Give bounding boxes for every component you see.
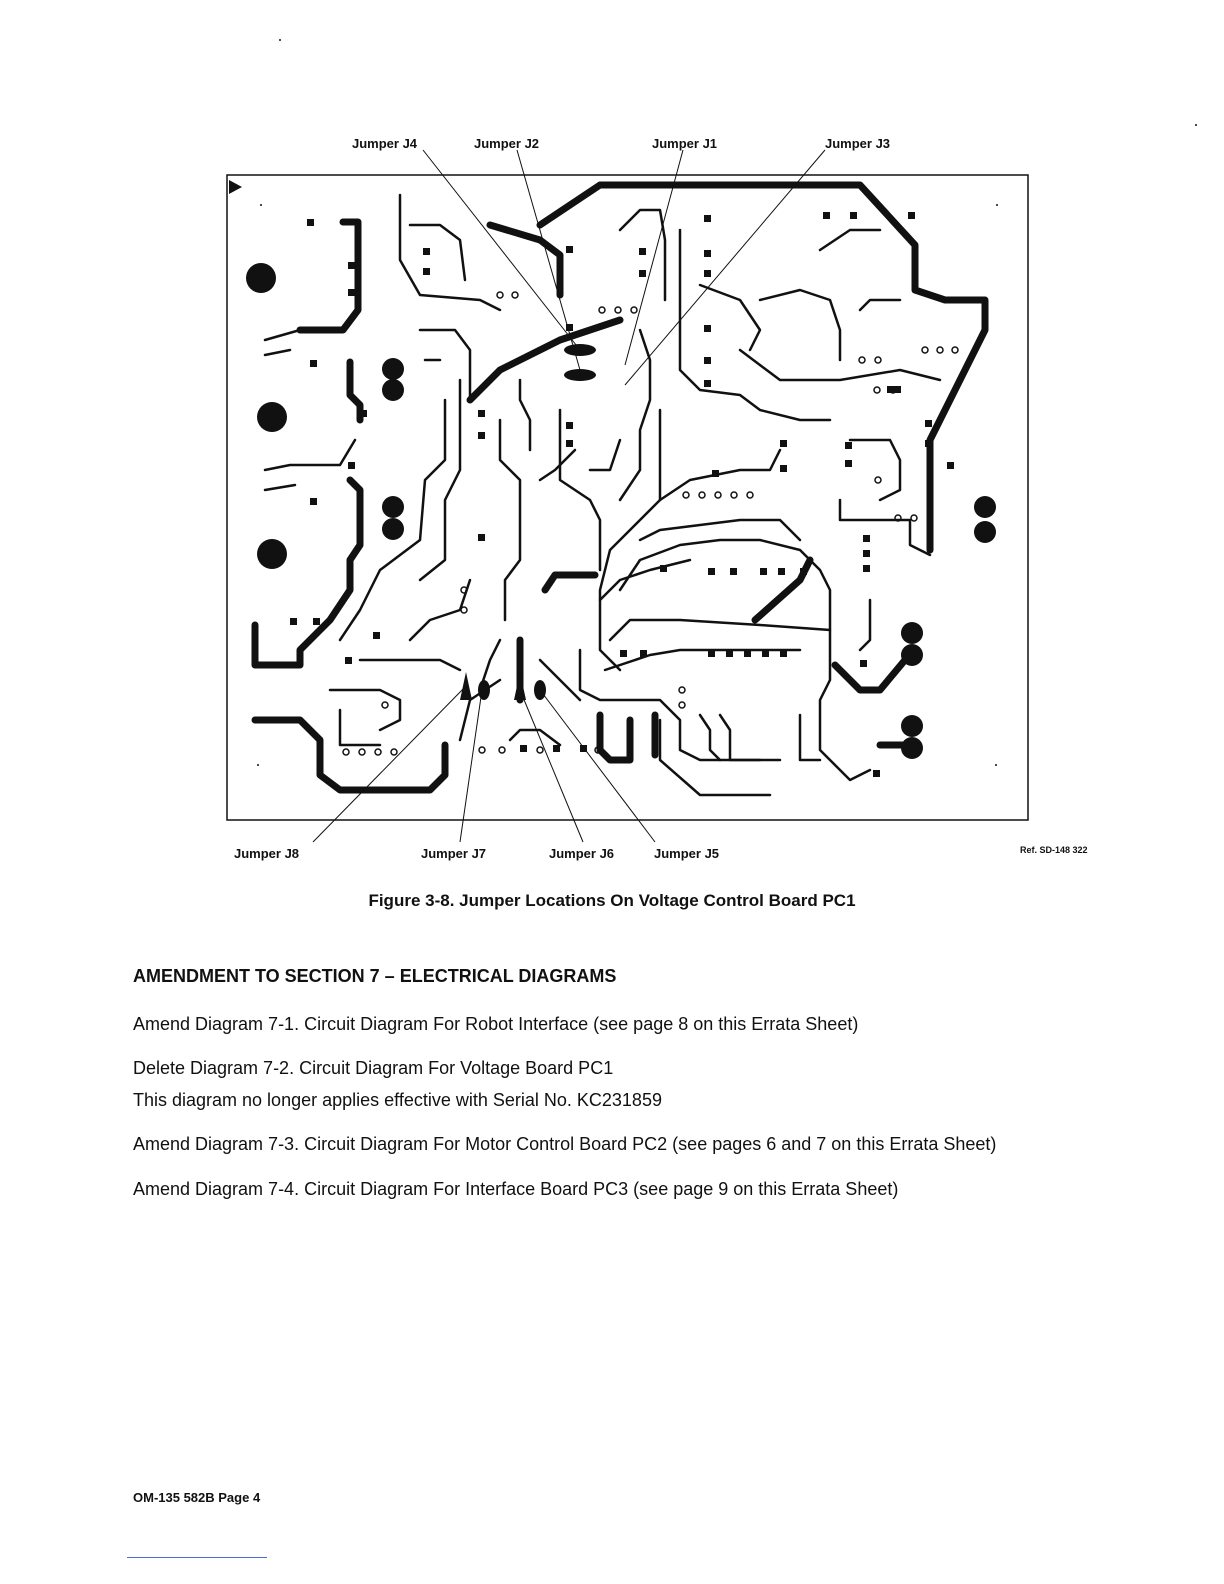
jumper-j5-label: Jumper J5 bbox=[654, 846, 720, 861]
scan-specks bbox=[257, 39, 1197, 766]
amendment-line: This diagram no longer applies effective… bbox=[133, 1090, 662, 1110]
amendment-line: Amend Diagram 7-3. Circuit Diagram For M… bbox=[133, 1134, 997, 1154]
reference-number: Ref. SD-148 322 bbox=[1020, 845, 1088, 855]
thin-traces bbox=[263, 193, 942, 797]
section-heading: AMENDMENT TO SECTION 7 – ELECTRICAL DIAG… bbox=[133, 966, 617, 986]
round-pads bbox=[342, 291, 959, 756]
jumper-j6-label: Jumper J6 bbox=[549, 846, 615, 861]
corner-marker bbox=[229, 180, 242, 194]
thick-traces bbox=[251, 181, 989, 794]
footer-rule bbox=[127, 1557, 267, 1558]
jumper-j3-label: Jumper J3 bbox=[825, 136, 891, 151]
leader-lines bbox=[312, 149, 826, 843]
amendment-line: Amend Diagram 7-1. Circuit Diagram For R… bbox=[133, 1014, 859, 1034]
figure-caption: Figure 3-8. Jumper Locations On Voltage … bbox=[368, 891, 856, 910]
jumper-j1-label: Jumper J1 bbox=[652, 136, 718, 151]
jumper-j4-label: Jumper J4 bbox=[352, 136, 418, 151]
jumper-j2-label: Jumper J2 bbox=[474, 136, 540, 151]
jumper-j8-label: Jumper J8 bbox=[234, 846, 300, 861]
jumper-bodies bbox=[460, 344, 901, 700]
board-outline bbox=[226, 174, 1029, 821]
page-footer: OM-135 582B Page 4 bbox=[133, 1490, 261, 1505]
jumper-j7-label: Jumper J7 bbox=[421, 846, 487, 861]
amendment-line: Amend Diagram 7-4. Circuit Diagram For I… bbox=[133, 1179, 899, 1199]
small-pads bbox=[290, 212, 954, 777]
amendment-line: Delete Diagram 7-2. Circuit Diagram For … bbox=[133, 1058, 614, 1078]
